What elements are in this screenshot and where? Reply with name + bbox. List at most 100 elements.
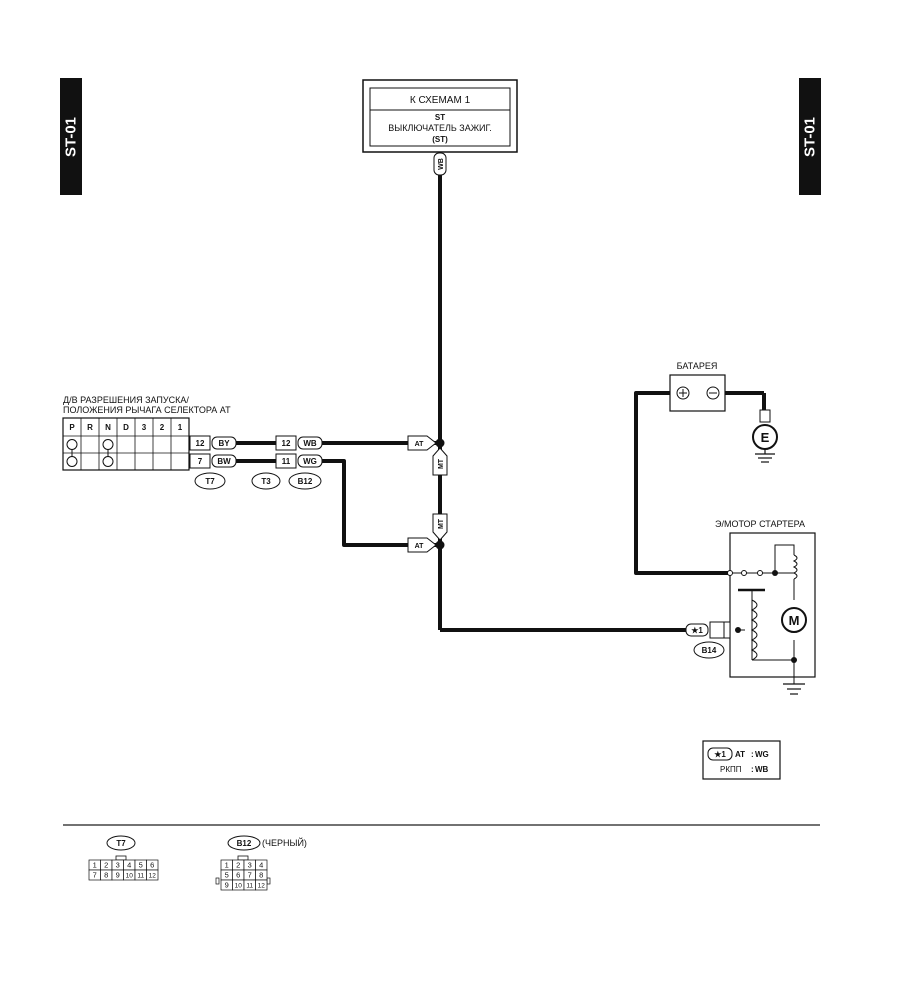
starter-label: Э/МОТОР СТАРТЕРА [715,519,805,529]
starter-node-left [735,627,741,633]
tag-b14: B14 [702,646,717,655]
mt-arrow-lower: MT [432,513,448,541]
b12-pin-3: 3 [248,861,252,870]
t7-pin-1: 1 [93,861,97,870]
tag-t7: T7 [205,477,215,486]
b12-pin-bottom: 11 [282,457,291,466]
legend-at-sep: : [751,750,754,759]
b12-pin-9: 9 [225,881,229,890]
wire-label-top-text: WB [438,158,445,170]
footer-t7-tag: T7 [116,839,126,848]
mt-arrow-upper: MT [432,447,448,476]
t7-pin-9: 9 [116,871,120,880]
wire-t7-7: BW [217,457,231,466]
b12-pin-12: 12 [258,883,266,890]
t7-pin-3: 3 [116,861,120,870]
b12-pin-5: 5 [225,871,229,880]
junction-dot-upper [435,438,445,448]
legend-mt-value: WB [755,765,769,774]
wire-b12-12: WB [303,439,317,448]
b12-pin-4: 4 [259,861,263,870]
t7-pin-12: 12 [149,873,157,880]
junction-dot-lower [435,540,445,550]
pos-p: P [69,423,75,432]
b12-pin-8: 8 [259,871,263,880]
page-code-tab-right: ST-01 [799,78,821,195]
star-wire-tag: ★1 [691,626,703,635]
contact-n-top [102,439,114,450]
starter-motor: Э/МОТОР СТАРТЕРА M [685,519,816,695]
legend-at-label: AT [735,750,745,759]
t7-pin-7: 7 [93,871,97,880]
legend-box: ★1 AT : WG РКПП : WB [702,740,781,780]
at-arrow-lower: AT [407,537,437,553]
at-arrow-lower-label: AT [415,543,425,550]
contact-p-bottom [66,456,78,467]
tag-b12: B12 [298,477,313,486]
b12-connector: 12 11 WB WG T3 B12 [251,435,323,490]
b12-cell [255,879,268,891]
inhibitor-switch: Д/В РАЗРЕШЕНИЯ ЗАПУСКА/ ПОЛОЖЕНИЯ РЫЧАГА… [62,395,264,490]
b12-pin-7: 7 [248,871,252,880]
t7-pin-4: 4 [127,861,131,870]
t7-pin-10: 10 [126,873,134,880]
starter-node-bottom [791,657,797,663]
ignition-code: ST [435,113,445,122]
t7-pin-5: 5 [139,861,143,870]
wire-b12-11: WG [303,457,317,466]
legend-star: ★1 [714,750,726,759]
t7-pin-8: 8 [104,871,108,880]
starter-terminal-a [727,570,733,576]
starter-node-top [772,570,778,576]
inhibitor-pin-bottom: 7 [198,457,203,466]
mt-arrow-upper-label: MT [438,458,445,469]
main-wires [264,175,764,632]
wire-t7-12: BY [218,439,230,448]
b12-pin-top: 12 [282,439,291,448]
battery: БАТАРЕЯ E [669,361,778,463]
ignition-name: ВЫКЛЮЧАТЕЛЬ ЗАЖИГ. [388,123,492,133]
legend-mt-label: РКПП [720,765,742,774]
b12-pin-6: 6 [236,871,240,880]
t7-pin-2: 2 [104,861,108,870]
b12-pin-10: 10 [235,883,243,890]
battery-label: БАТАРЕЯ [677,361,718,371]
starter-terminal-c [757,570,763,576]
contact-n-bottom [102,456,114,467]
pos-3: 3 [142,423,147,432]
motor-symbol [781,607,807,633]
ground-e-label: E [761,430,770,445]
t7-cell [146,869,159,881]
motor-label: M [789,613,800,628]
at-arrow-upper: AT [407,435,437,451]
ignition-connector: (ST) [432,135,448,144]
mt-arrow-lower-label: MT [438,518,445,529]
legend-at-value: WG [755,750,769,759]
ignition-switch-box: К СХЕМАМ 1 ST ВЫКЛЮЧАТЕЛЬ ЗАЖИГ. (ST) [362,79,518,153]
inhibitor-title-line2: ПОЛОЖЕНИЯ РЫЧАГА СЕЛЕКТОРА AT [63,405,231,415]
page-code-tab-left: ST-01 [60,78,82,195]
ignition-ref: К СХЕМАМ 1 [410,95,471,106]
at-arrow-upper-label: AT [415,441,425,448]
pos-d: D [123,423,129,432]
t7-pin-11: 11 [137,873,144,880]
pos-r: R [87,423,93,432]
b12-pin-2: 2 [236,861,240,870]
t7-pin-6: 6 [150,861,154,870]
tag-t3: T3 [261,477,271,486]
starter-terminal-b [741,570,747,576]
inhibitor-title-line1: Д/В РАЗРЕШЕНИЯ ЗАПУСКА/ [63,395,189,405]
footer-b12-note: (ЧЕРНЫЙ) [262,837,307,848]
pos-1: 1 [178,423,183,432]
pos-n: N [105,423,111,432]
wire-label-top: WB [433,152,447,176]
contact-p-top [66,439,78,450]
b12-pin-1: 1 [225,861,229,870]
b12-pin-11: 11 [246,883,253,890]
pos-2: 2 [160,423,165,432]
